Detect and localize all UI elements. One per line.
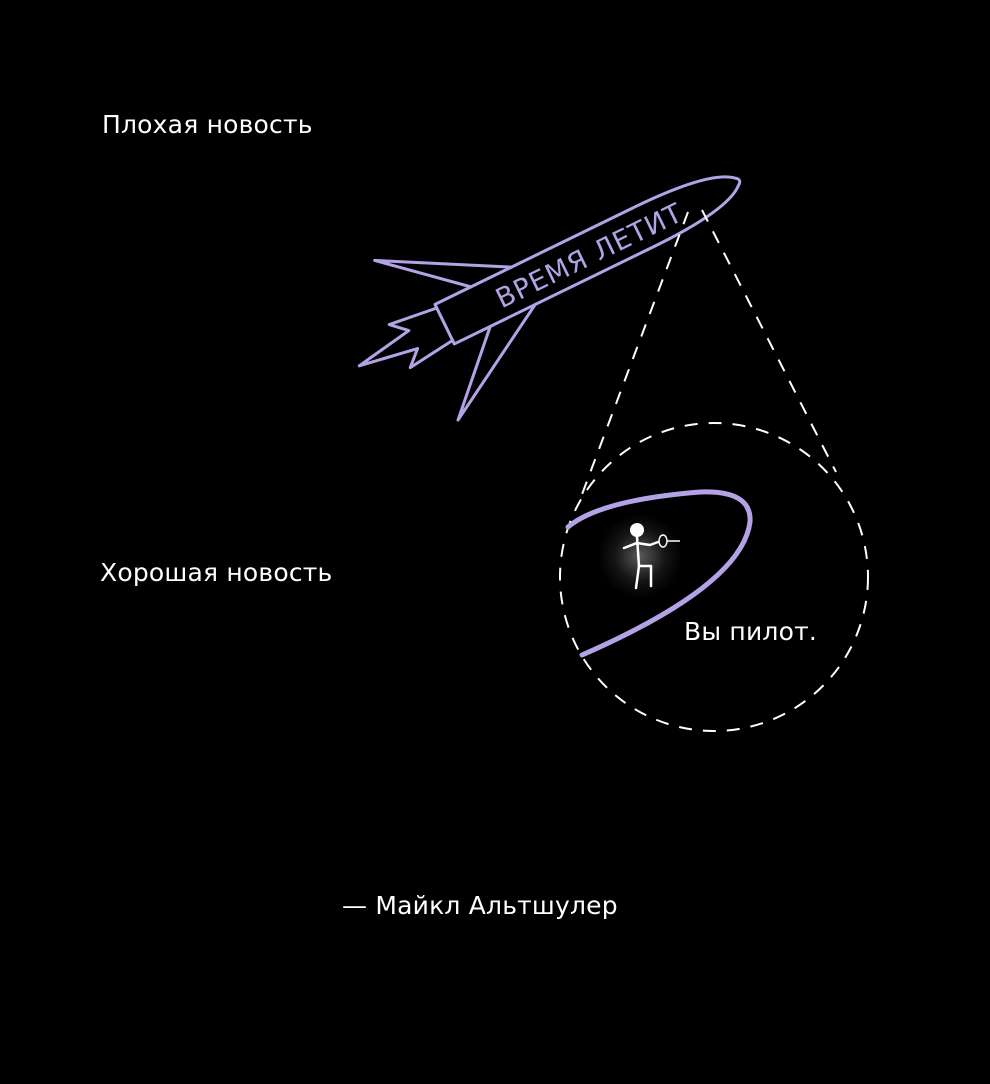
rocket-exhaust bbox=[357, 306, 455, 370]
rocket-body bbox=[433, 175, 742, 346]
dashed-cone-right bbox=[701, 209, 837, 473]
stick-figure-pilot-icon bbox=[598, 514, 682, 598]
cockpit-window-arc bbox=[565, 489, 753, 658]
rocket-icon: ВРЕМЯ ЛЕТИТ bbox=[357, 175, 742, 422]
good-news-caption: Хорошая новость bbox=[100, 558, 333, 587]
rocket-label: ВРЕМЯ ЛЕТИТ bbox=[491, 198, 688, 315]
bad-news-caption: Плохая новость bbox=[102, 110, 313, 139]
rocket-fin-bottom bbox=[456, 303, 537, 422]
author-attribution: — Майкл Альтшулер bbox=[342, 891, 618, 920]
dashed-cone-left bbox=[577, 211, 689, 506]
dashed-circle bbox=[559, 422, 869, 732]
rocket-fin-top bbox=[373, 258, 513, 289]
pilot-caption: Вы пилот. bbox=[684, 617, 818, 646]
